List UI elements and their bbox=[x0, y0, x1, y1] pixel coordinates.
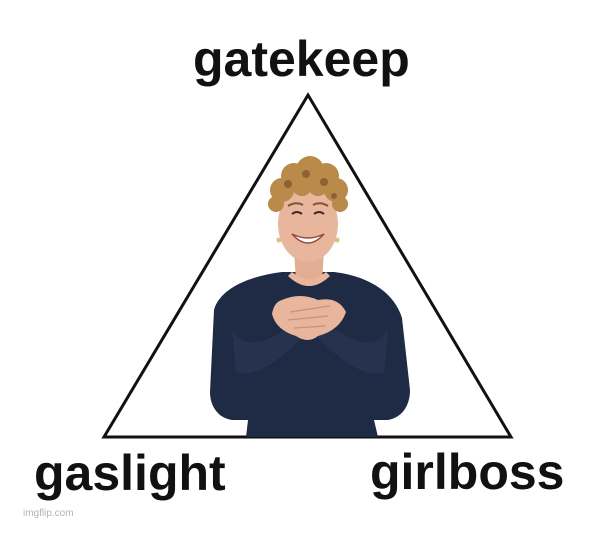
arm-right bbox=[310, 318, 388, 374]
person-figure bbox=[210, 156, 410, 437]
hair bbox=[268, 156, 348, 212]
label-girlboss: girlboss bbox=[370, 444, 565, 500]
label-gaslight: gaslight bbox=[34, 445, 226, 501]
face bbox=[278, 186, 338, 262]
dress bbox=[210, 272, 410, 437]
watermark: imgflip.com bbox=[23, 508, 74, 519]
label-gatekeep: gatekeep bbox=[193, 31, 410, 87]
